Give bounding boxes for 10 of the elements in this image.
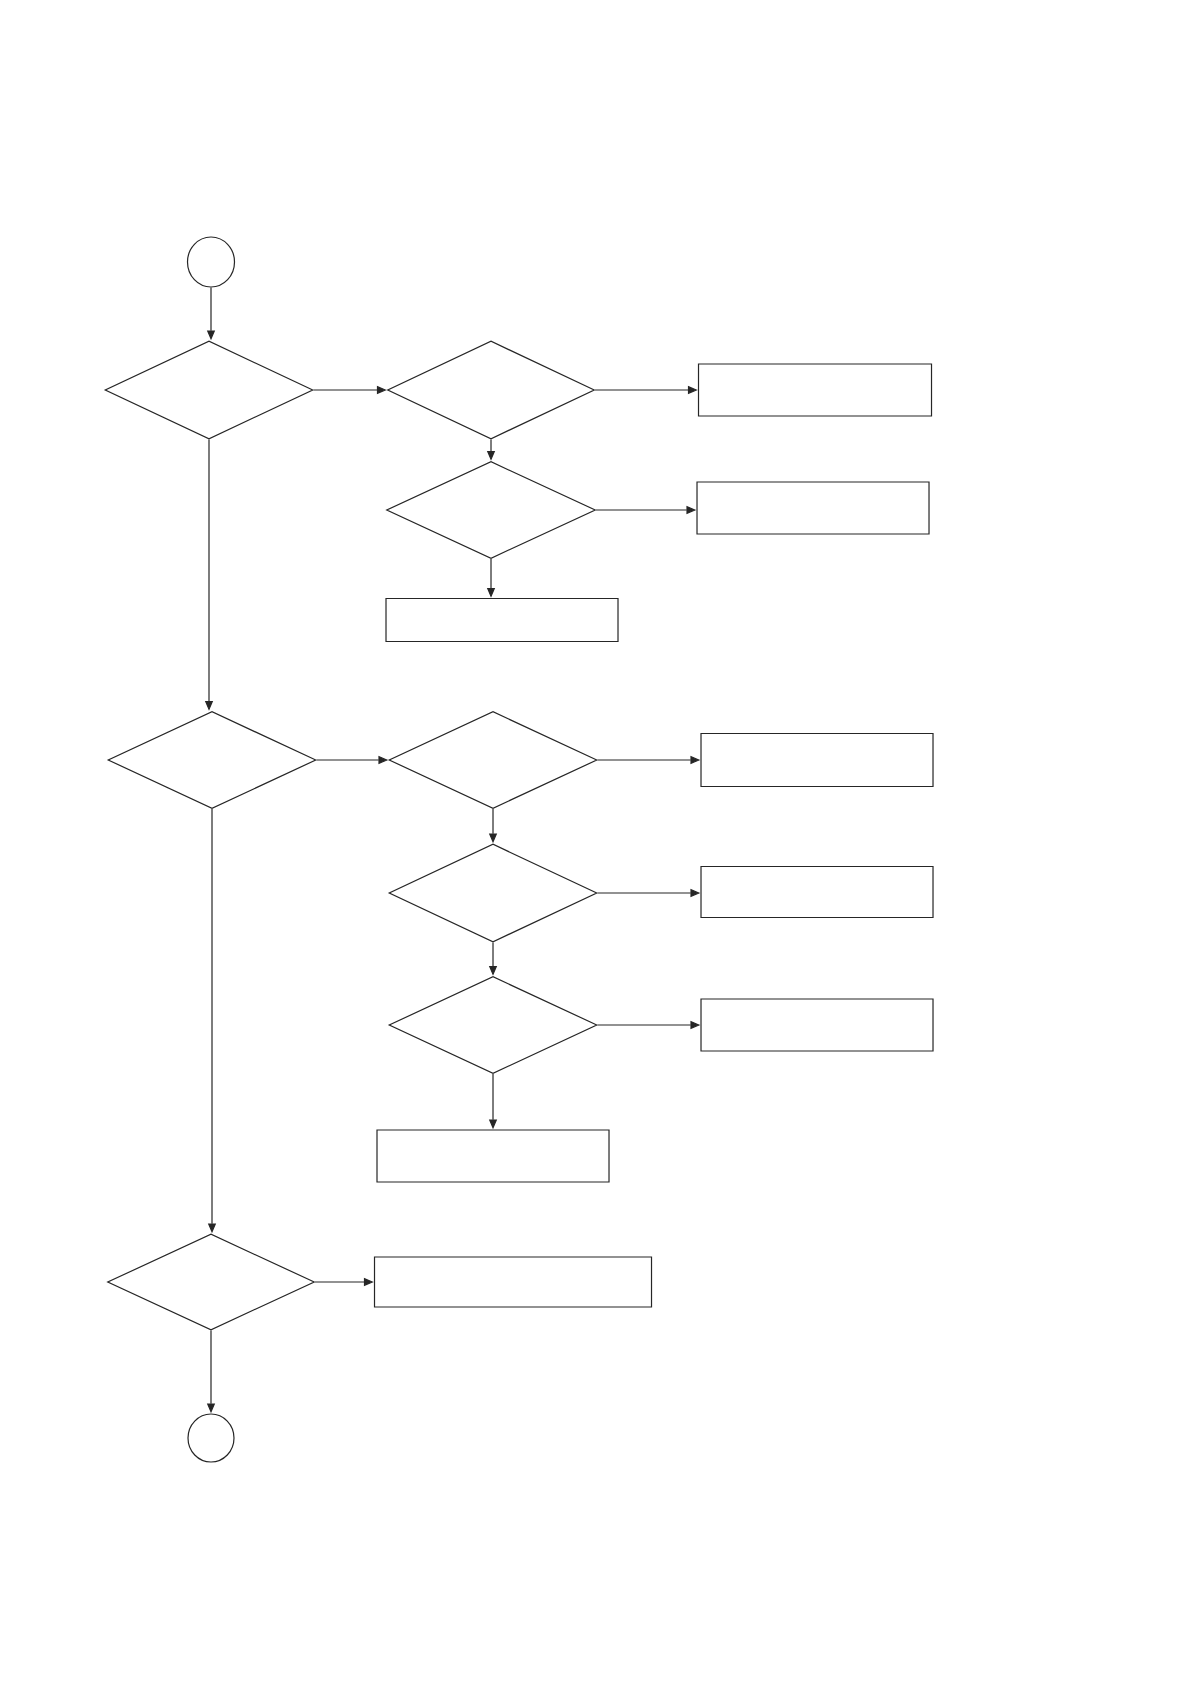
- process-box: [376, 1129, 610, 1183]
- process-box: [696, 481, 930, 535]
- process-box: [373, 1256, 653, 1308]
- process-box: [385, 597, 619, 643]
- process-box: [700, 732, 934, 788]
- terminal-circle: [186, 236, 236, 288]
- terminal-circle: [187, 1413, 235, 1463]
- process-box: [700, 998, 934, 1052]
- process-box: [697, 363, 933, 417]
- process-box: [700, 865, 934, 919]
